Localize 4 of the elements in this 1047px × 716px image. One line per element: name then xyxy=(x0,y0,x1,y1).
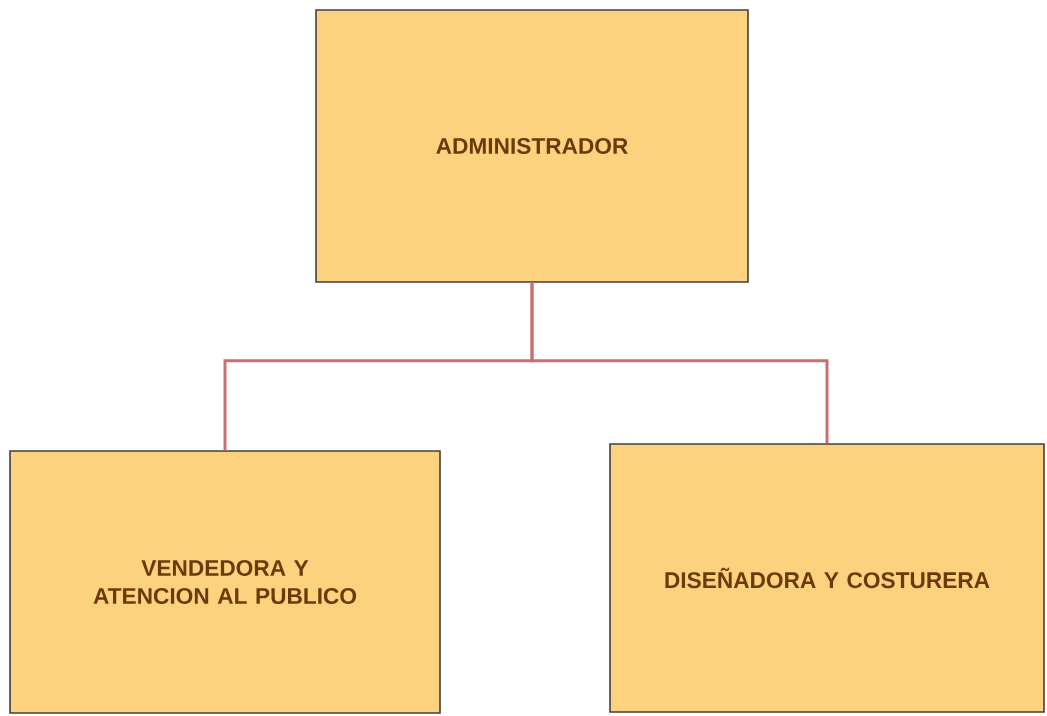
connector-line xyxy=(530,282,829,444)
org-box: ADMINISTRADOR xyxy=(315,9,749,283)
org-box: VENDEDORA Y ATENCION AL PUBLICO xyxy=(9,450,441,714)
org-box: DISEÑADORA Y COSTURERA xyxy=(609,443,1045,713)
